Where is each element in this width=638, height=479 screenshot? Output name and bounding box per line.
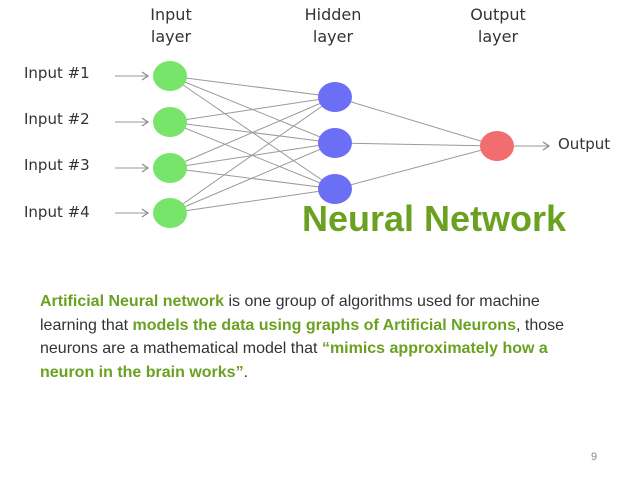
page-number: 9 (591, 451, 598, 463)
highlight-mimics-quote: “mimics approximately how a neuron in th… (40, 340, 548, 381)
input-arrowhead-3 (141, 163, 150, 173)
edge-input4-hidden3 (169, 188, 336, 214)
description-part-2: is one group of algorithms used for mach… (40, 293, 540, 334)
description-text: Artificial Neural network is one group o… (40, 290, 580, 384)
edge-hidden3-output (334, 145, 498, 190)
hidden-layer-title-line1: Hidden (304, 5, 362, 24)
output-layer-header: Output layer (443, 4, 553, 48)
input-neuron-3 (153, 153, 187, 183)
output-label: Output (558, 135, 611, 153)
description-part-6: . (243, 363, 249, 381)
input-label-3: Input #3 (24, 156, 90, 174)
edge-input2-hidden1 (169, 96, 336, 123)
neural-network-diagram: Input layer Hidden layer Output layer In… (24, 4, 611, 228)
connections (115, 71, 551, 218)
input-label-4: Input #4 (24, 203, 90, 221)
edge-hidden1-output (334, 96, 498, 147)
input-neuron-1 (153, 61, 187, 91)
input-neuron-2 (153, 107, 187, 137)
edge-input4-hidden1 (169, 96, 336, 214)
input-arrowhead-4 (141, 208, 150, 218)
input-arrowhead-2 (141, 117, 150, 127)
output-layer-title-line2: layer (477, 27, 519, 46)
output-arrowhead (542, 141, 551, 151)
output-layer-title-line1: Output (470, 5, 526, 24)
description-part-4: , those neurons are a mathematical model… (40, 316, 565, 358)
input-neuron-4 (153, 198, 187, 228)
edge-input4-hidden2 (169, 142, 336, 214)
edge-input3-hidden1 (169, 96, 336, 169)
slide-title: Neural Network (302, 198, 567, 239)
highlight-artificial-neural-network: Artificial Neural network (40, 293, 225, 310)
highlight-models-the-data: models the data using graphs of Artifici… (132, 316, 516, 334)
input-layer-title-line2: layer (150, 27, 192, 46)
hidden-neuron-2 (318, 128, 352, 158)
edge-input1-hidden1 (169, 75, 336, 98)
input-label-2: Input #2 (24, 110, 90, 128)
input-layer-title-line1: Input (150, 5, 192, 24)
network-graph (115, 61, 551, 228)
input-label-1: Input #1 (24, 64, 90, 82)
hidden-layer-header: Hidden layer (278, 4, 388, 48)
hidden-layer-title-line2: layer (312, 27, 354, 46)
edge-hidden2-output (334, 142, 498, 147)
output-neuron (480, 131, 514, 161)
input-arrowhead-1 (141, 71, 150, 81)
neurons (153, 61, 514, 228)
hidden-neuron-3 (318, 174, 352, 204)
hidden-neuron-1 (318, 82, 352, 112)
input-layer-header: Input layer (116, 4, 226, 48)
